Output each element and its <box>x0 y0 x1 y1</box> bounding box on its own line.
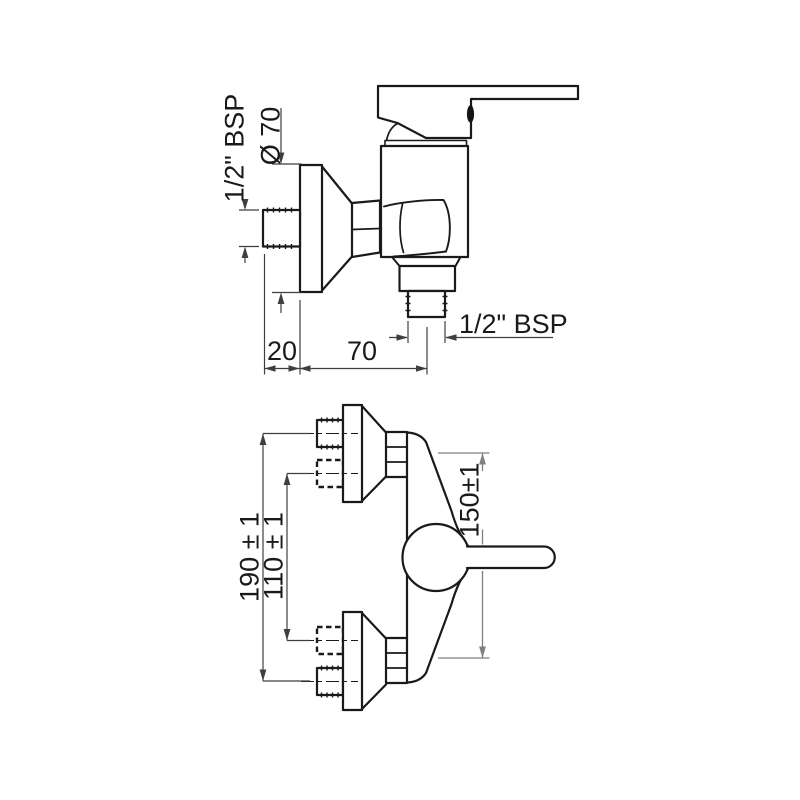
dimension-outlet-thread: 1/2" BSP <box>389 309 568 343</box>
label-flange-diameter: Ø 70 <box>256 107 286 166</box>
upper-wall-flange <box>341 403 364 504</box>
label-outer-centers: 190 ± 1 <box>235 512 265 602</box>
cap-lip <box>384 139 468 147</box>
lower-hex-nut <box>384 636 409 685</box>
handle-neck-curve <box>385 122 399 142</box>
lower-flange-cone <box>360 611 388 711</box>
lower-hex-facets <box>385 652 408 669</box>
lever-handle <box>465 545 556 570</box>
union-barrel <box>383 199 451 258</box>
upper-pipe-thread-ticks <box>320 417 339 450</box>
mixer-body <box>379 144 470 259</box>
flange-cone-bottom-edge <box>320 255 354 292</box>
outlet-step-edges <box>391 256 462 267</box>
upper-flange-cone <box>360 404 388 503</box>
cartridge-indicator-icon <box>466 105 475 123</box>
outlet-thread <box>406 289 447 319</box>
label-wall-projection: 20 <box>267 336 297 366</box>
outlet-flange <box>398 264 457 293</box>
outlet-thread-ticks <box>405 295 448 312</box>
dimension-connection-centers: 150±1 <box>438 452 490 659</box>
flange-cone-top-edge <box>320 165 354 205</box>
label-connection-centers: 150±1 <box>455 463 485 538</box>
dimension-outer-centers: 190 ± 1 <box>235 432 310 682</box>
dimension-flange-diameter: Ø 70 <box>256 107 302 313</box>
label-outlet-offset: 70 <box>347 336 377 366</box>
centerlines <box>301 432 358 683</box>
label-inner-centers: 110 ± 1 <box>259 512 289 600</box>
top-view: 190 ± 1 110 ± 1 150±1 <box>235 403 556 712</box>
inlet-pipe-thread-ticks <box>266 207 293 249</box>
lower-wall-flange <box>341 610 364 712</box>
union-barrel-inner-arc <box>399 203 405 254</box>
wall-flange-plate <box>298 163 324 294</box>
label-outlet-thread: 1/2" BSP <box>459 309 568 339</box>
handle-lever <box>376 84 580 140</box>
hex-nut-facet-line <box>351 227 381 231</box>
lower-pipe-thread-ticks <box>320 665 339 698</box>
dimension-inner-centers: 110 ± 1 <box>259 472 310 642</box>
label-inlet-thread: 1/2" BSP <box>220 94 250 203</box>
side-view: Ø 70 1/2" BSP 20 70 1/2" BSP <box>220 84 580 375</box>
dimension-inlet-thread: 1/2" BSP <box>220 94 259 263</box>
upper-hex-facets <box>385 446 408 463</box>
inlet-pipe <box>261 208 302 248</box>
dimension-20-70: 20 70 <box>263 254 428 375</box>
upper-hex-nut <box>384 430 409 479</box>
